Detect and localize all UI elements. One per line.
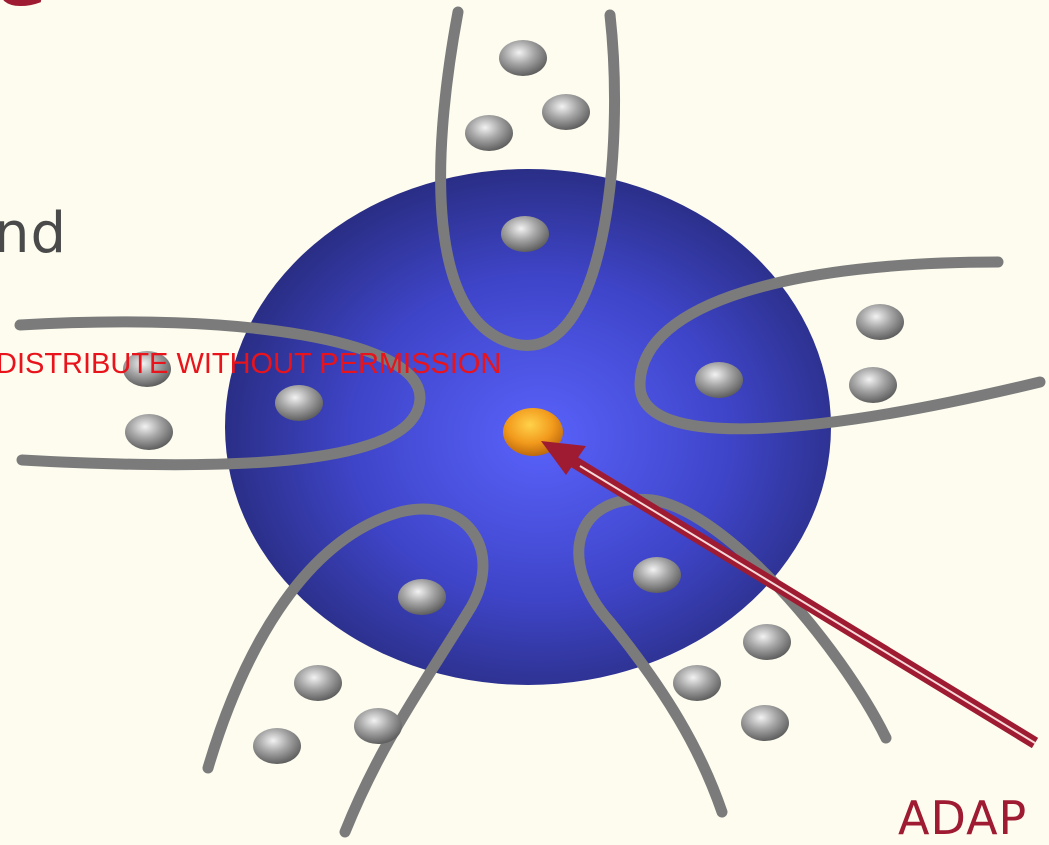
slide-title-fragment: e: [0, 0, 50, 18]
watermark-text: DISTRIBUTE WITHOUT PERMISSION: [0, 350, 501, 379]
slide-text-fragment: nd: [0, 206, 67, 262]
atom: [849, 367, 897, 403]
atom: [125, 414, 173, 450]
atom: [253, 728, 301, 764]
atom: [542, 94, 590, 130]
atom: [465, 115, 513, 151]
atom: [501, 216, 549, 252]
atom: [633, 557, 681, 593]
atom: [499, 40, 547, 76]
arrow-label: ADAP: [898, 795, 1027, 841]
atom: [695, 362, 743, 398]
atom: [741, 705, 789, 741]
atom: [856, 304, 904, 340]
atom: [275, 385, 323, 421]
atom: [354, 708, 402, 744]
atom: [294, 665, 342, 701]
atom: [743, 624, 791, 660]
atom: [398, 579, 446, 615]
atom: [673, 665, 721, 701]
